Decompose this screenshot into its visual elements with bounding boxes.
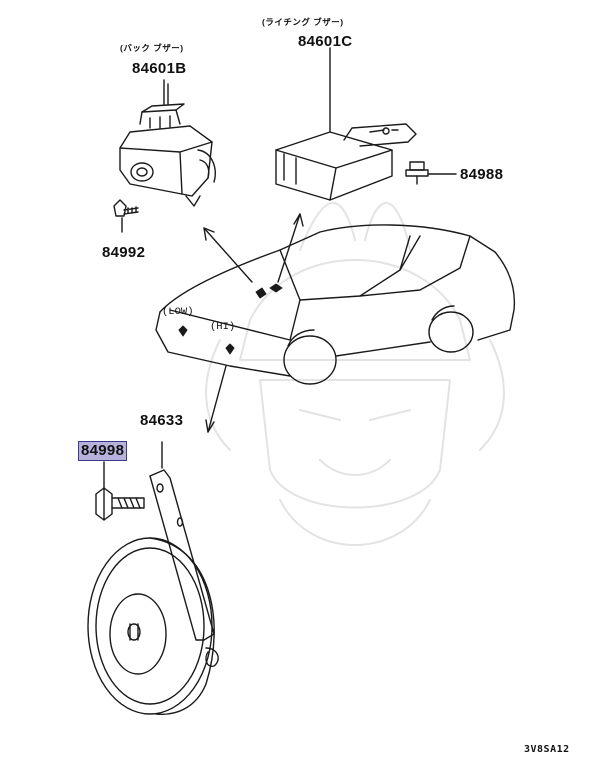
part-number-84601b[interactable]: 84601B [132, 60, 187, 77]
arrows [203, 213, 304, 433]
lighting-buzzer-caption: (ライチング ブザー) [262, 17, 344, 27]
horn-bracket-icon [149, 441, 215, 641]
part-number-84601c[interactable]: 84601C [298, 33, 353, 50]
screw-84988-icon [405, 161, 457, 185]
mount-markers [178, 283, 283, 355]
part-number-84633[interactable]: 84633 [140, 412, 184, 429]
lighting-buzzer-unit-icon [275, 47, 417, 201]
part-number-84992[interactable]: 84992 [102, 244, 146, 261]
part-number-84998-highlighted[interactable]: 84998 [78, 441, 128, 461]
part-number-84988[interactable]: 84988 [460, 166, 504, 183]
samurai-helmet-watermark [205, 202, 505, 546]
screw-84992-icon [113, 199, 139, 233]
horn-icon [87, 537, 219, 715]
car-outline-icon [155, 224, 516, 385]
low-horn-label: (LOW) [162, 306, 194, 318]
rear-buzzer-relay-icon [119, 79, 216, 207]
diagram-code: 3V8SA12 [524, 744, 570, 755]
rear-buzzer-caption: (バック ブザー) [120, 43, 184, 53]
hi-horn-label: (HI) [210, 321, 236, 333]
bolt-84998-icon [95, 461, 145, 521]
